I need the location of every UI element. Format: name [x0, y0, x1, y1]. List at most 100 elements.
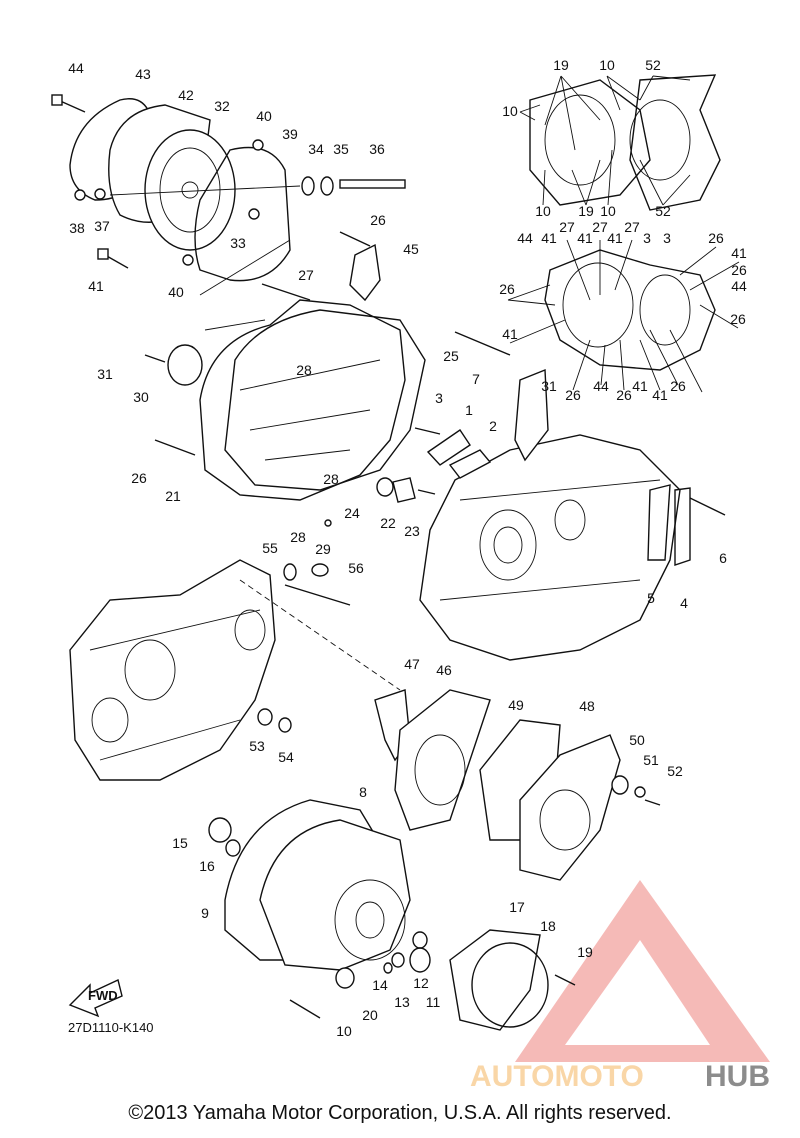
clutch-cover-group [51, 94, 406, 331]
callout-label: 28 [296, 362, 312, 378]
callout-label: 10 [599, 57, 615, 73]
callout-label: 50 [629, 732, 645, 748]
callout-label: 52 [655, 203, 671, 219]
callout-label: 7 [472, 371, 480, 387]
crankcase-right [419, 434, 681, 661]
callout-label: 11 [426, 994, 441, 1010]
bolt-26b [339, 231, 371, 247]
callout-label: 40 [168, 284, 184, 300]
gasket-4 [674, 487, 691, 566]
callout-label: 29 [315, 541, 331, 557]
callout-label: 27 [592, 219, 608, 235]
side-covers-group [374, 689, 661, 881]
callout-label: 54 [278, 749, 294, 765]
crankcase-cover-21 [199, 299, 406, 501]
callout-label: 3 [643, 230, 651, 246]
callout-label: 4 [680, 595, 688, 611]
seal-20 [335, 967, 355, 989]
callout-label: 26 [731, 262, 747, 278]
callout-label: 26 [131, 470, 147, 486]
callout-label: 25 [443, 348, 459, 364]
callout-label: 31 [541, 378, 557, 394]
cover-30 [167, 344, 203, 386]
callout-label: 53 [249, 738, 265, 754]
dowel-29 [324, 519, 332, 527]
seal-54 [278, 717, 292, 733]
callout-label: 10 [336, 1023, 352, 1039]
callout-label: 26 [708, 230, 724, 246]
bolt-19 [554, 974, 576, 986]
callout-label: 45 [403, 241, 419, 257]
callout-label: 3 [663, 230, 671, 246]
fwd-arrow-icon [68, 979, 123, 1018]
callout-label: 36 [369, 141, 385, 157]
plate-1 [426, 429, 471, 466]
callout-label: 35 [333, 141, 349, 157]
callout-label: 52 [667, 763, 683, 779]
bolt-27 [261, 283, 311, 301]
callout-label: 51 [643, 752, 659, 768]
shaft-36 [339, 179, 406, 189]
callout-label: 19 [577, 944, 593, 960]
crankcase-left [69, 559, 276, 781]
cover-48 [519, 734, 621, 881]
washer-37 [94, 188, 106, 200]
callout-label: 39 [282, 126, 298, 142]
seal-50 [611, 775, 629, 795]
callout-label: 26 [499, 281, 515, 297]
callout-label: 34 [308, 141, 324, 157]
oring-14 [383, 962, 393, 974]
leader-lines [507, 75, 740, 393]
callout-label: 33 [230, 235, 246, 251]
dowel-40b [182, 254, 194, 266]
callout-label: 44 [731, 278, 747, 294]
callout-label: 47 [404, 656, 420, 672]
callout-label: 26 [670, 378, 686, 394]
watermark-word-1: AUTOMOTO [470, 1060, 644, 1093]
callout-label: 26 [370, 212, 386, 228]
callout-label: 19 [553, 57, 569, 73]
crankcase-left-half [69, 559, 401, 781]
callout-label: 44 [517, 230, 533, 246]
callout-label: 27 [298, 267, 314, 283]
callout-label: 41 [607, 230, 623, 246]
callout-label: 13 [394, 994, 410, 1010]
washer-55 [283, 563, 297, 581]
cap-13 [391, 952, 405, 968]
copyright-footer: ©2013 Yamaha Motor Corporation, U.S.A. A… [128, 1102, 672, 1124]
callout-label: 52 [645, 57, 661, 73]
gasket-39 [194, 146, 291, 282]
callout-label: 32 [214, 98, 230, 114]
callout-label: 41 [502, 326, 518, 342]
bolt-23 [417, 489, 436, 495]
callout-label: 27 [559, 219, 575, 235]
callout-label: 12 [413, 975, 429, 991]
callout-label: 44 [68, 60, 84, 76]
callout-label: 27 [624, 219, 640, 235]
seal-35 [320, 176, 334, 196]
plate-2 [448, 449, 492, 479]
bolt-3 [414, 427, 441, 435]
callout-label: 5 [647, 590, 655, 606]
oring-12 [412, 931, 428, 949]
callout-label: 22 [380, 515, 396, 531]
callout-label: 56 [348, 560, 364, 576]
cover-17 [449, 929, 541, 1031]
washer-51 [634, 786, 646, 798]
callout-label: 28 [290, 529, 306, 545]
callout-label: 6 [719, 550, 727, 566]
crankcase-cover-group [144, 231, 436, 527]
bolt-41 [104, 254, 129, 269]
callout-label: 3 [435, 390, 443, 406]
watermark-word-2: HUB [705, 1060, 770, 1093]
bolt-56 [284, 584, 351, 606]
callout-label: 30 [133, 389, 149, 405]
gasket-46 [394, 689, 491, 831]
plug-11 [409, 947, 431, 973]
bracket-45 [349, 243, 381, 302]
bolt-31 [144, 354, 166, 363]
callout-label: 24 [344, 505, 360, 521]
generator-cover-group: FWD 27D1110-K140 [68, 799, 576, 1035]
callout-label: 26 [565, 387, 581, 403]
